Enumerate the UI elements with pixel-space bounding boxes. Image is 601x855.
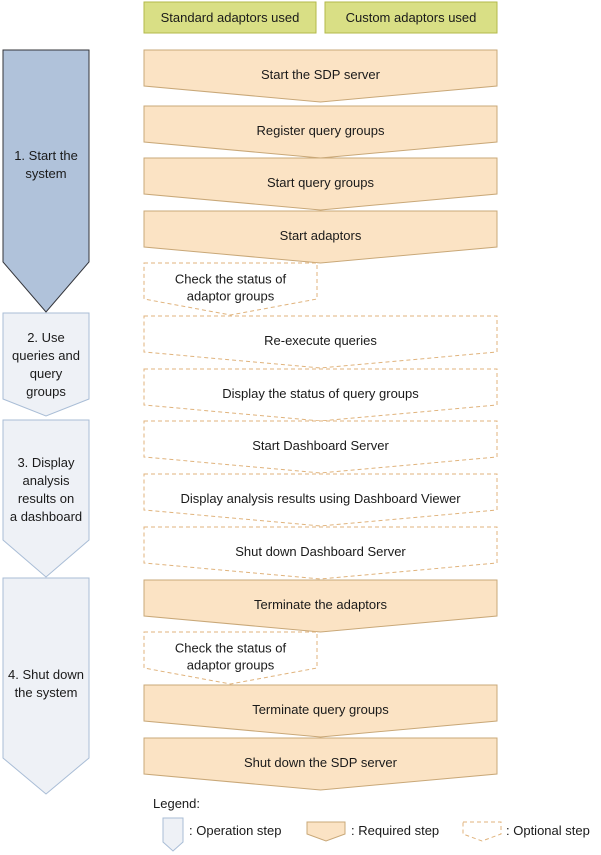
legend-operation-icon xyxy=(162,817,184,852)
required-step-shape xyxy=(143,684,498,738)
required-step-shape xyxy=(143,579,498,633)
step-label-line: Re-execute queries xyxy=(264,333,377,348)
optional-step-shape xyxy=(143,262,318,316)
phase-label-line: the system xyxy=(15,685,78,700)
phase-shape xyxy=(2,312,90,417)
step-label-line: Shut down the SDP server xyxy=(244,755,398,770)
header-custom-adaptors: Custom adaptors used xyxy=(324,1,498,34)
step-label-line: Display analysis results using Dashboard… xyxy=(180,491,461,506)
step-13: Terminate query groups xyxy=(143,684,498,738)
legend-title: Legend: xyxy=(153,796,200,811)
step-label-line: Start the SDP server xyxy=(261,67,381,82)
step-1: Start the SDP server xyxy=(143,49,498,103)
phase-label-line: groups xyxy=(26,384,66,399)
step-3: Start query groups xyxy=(143,157,498,211)
phase-label-line: queries and xyxy=(12,348,80,363)
phase-2: 2. Use queries and query groups xyxy=(2,312,90,417)
phase-label-line: system xyxy=(25,166,66,181)
phase-column: 1. Start the system 2. Use queries and query… xyxy=(2,49,90,795)
step-label-line: Terminate the adaptors xyxy=(254,597,387,612)
optional-step-shape xyxy=(143,368,498,422)
phase-shape xyxy=(2,49,90,313)
step-10: Shut down Dashboard Server xyxy=(143,526,498,580)
phase-label-line: 3. Display xyxy=(17,455,75,470)
phase-1: 1. Start the system xyxy=(2,49,90,313)
phase-label-line: 4. Shut down xyxy=(8,667,84,682)
legend-optional-icon xyxy=(462,821,502,842)
legend: Legend: : Operation step : Required step… xyxy=(153,796,590,852)
phase-label-line: results on xyxy=(18,491,74,506)
legend-required-icon xyxy=(306,821,346,842)
phase-label-line: analysis xyxy=(23,473,70,488)
step-9: Display analysis results using Dashboard… xyxy=(143,473,498,527)
step-label-line: Start Dashboard Server xyxy=(252,438,389,453)
step-label-line: Terminate query groups xyxy=(252,702,389,717)
step-label-line: Check the status of xyxy=(175,641,287,656)
step-label-line: Check the status of xyxy=(175,272,287,287)
step-11: Terminate the adaptors xyxy=(143,579,498,633)
header-custom-label: Custom adaptors used xyxy=(346,10,477,25)
phase-shape xyxy=(2,419,90,578)
required-step-shape xyxy=(143,105,498,159)
legend-optional-label: : Optional step xyxy=(506,823,590,838)
required-step-shape xyxy=(143,49,498,103)
optional-step-shape xyxy=(143,420,498,474)
optional-step-shape xyxy=(143,315,498,369)
step-label-line: Register query groups xyxy=(257,123,385,138)
step-2: Register query groups xyxy=(143,105,498,159)
phase-label-line: query xyxy=(30,366,63,381)
phase-shape xyxy=(2,577,90,795)
step-label-line: Start query groups xyxy=(267,175,374,190)
required-step-shape xyxy=(143,737,498,791)
step-4: Start adaptors xyxy=(143,210,498,264)
phase-label-line: 2. Use xyxy=(27,330,65,345)
phase-label-line: 1. Start the xyxy=(14,148,78,163)
optional-step-shape xyxy=(143,473,498,527)
step-label-line: Display the status of query groups xyxy=(222,386,419,401)
step-7: Display the status of query groups xyxy=(143,368,498,422)
header-standard-label: Standard adaptors used xyxy=(161,10,300,25)
required-step-shape xyxy=(143,157,498,211)
step-label-line: Shut down Dashboard Server xyxy=(235,544,406,559)
header-standard-adaptors: Standard adaptors used xyxy=(143,1,317,34)
optional-step-shape xyxy=(143,631,318,685)
step-label-line: Start adaptors xyxy=(280,228,362,243)
phase-label-line: a dashboard xyxy=(10,509,82,524)
phase-4: 4. Shut down the system xyxy=(2,577,90,795)
step-6: Re-execute queries xyxy=(143,315,498,369)
required-step-shape xyxy=(143,210,498,264)
legend-operation-label: : Operation step xyxy=(189,823,282,838)
step-8: Start Dashboard Server xyxy=(143,420,498,474)
phase-3: 3. Display analysis results on a dashboard xyxy=(2,419,90,578)
step-14: Shut down the SDP server xyxy=(143,737,498,791)
step-12: Check the status of adaptor groups xyxy=(143,631,318,685)
optional-step-shape xyxy=(143,526,498,580)
step-label-line: adaptor groups xyxy=(187,658,275,673)
step-5: Check the status of adaptor groups xyxy=(143,262,318,316)
legend-required-label: : Required step xyxy=(351,823,439,838)
step-label-line: adaptor groups xyxy=(187,289,275,304)
